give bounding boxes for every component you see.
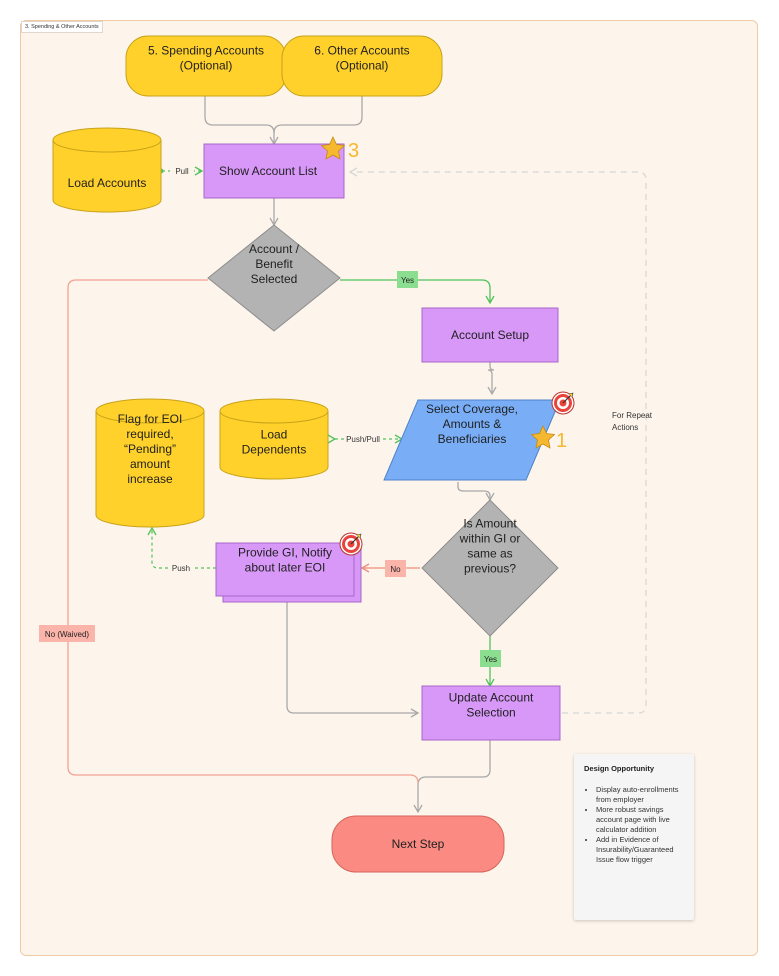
no-tag: No [385,560,406,577]
is-amount-within-gi-node [421,499,559,637]
other-accounts-node [281,35,443,97]
update-account-selection-node [421,685,561,741]
design-opportunity-list: Display auto-enrollments from employer M… [584,785,684,865]
list-item: Display auto-enrollments from employer [596,785,684,805]
provide-gi-node [215,542,362,603]
target-icon [339,532,363,556]
svg-text:Yes: Yes [484,655,497,664]
show-account-list-label: Show Account List [219,164,318,178]
account-benefit-selected-node [207,224,341,332]
load-accounts-label: Load Accounts [68,176,147,190]
flag-eoi-node [95,398,205,528]
next-step-node [331,815,505,873]
svg-text:Pull: Pull [175,167,189,176]
account-setup-label: Account Setup [451,328,529,342]
push-pull-label: Push/Pull [345,432,381,446]
design-opportunity-title: Design Opportunity [584,764,654,773]
list-item: More robust savings account page with li… [596,805,684,835]
push-label: Push [168,561,194,575]
no-waived-tag: No (Waived) [39,625,95,642]
account-setup-node [421,307,559,363]
svg-text:Push: Push [172,564,190,573]
select-coverage-node [383,399,561,481]
list-item: Add in Evidence of Insurability/Guarante… [596,835,684,865]
star-1-number: 1 [556,430,567,452]
svg-text:No: No [390,565,401,574]
star-icon [320,136,346,160]
svg-text:No (Waived): No (Waived) [45,630,89,639]
load-accounts-node [52,127,162,213]
select-coverage-label: Select Coverage,Amounts &Beneficiaries [426,402,518,446]
star-icon [530,425,556,449]
design-opportunity-note: Design Opportunity Display auto-enrollme… [574,754,694,920]
yes-tag-1: Yes [397,271,418,288]
frame-label: 3. Spending & Other Accounts [21,21,103,33]
star-3-number: 3 [348,140,359,162]
target-icon [551,391,575,415]
svg-text:Yes: Yes [401,276,414,285]
next-step-label: Next Step [392,837,445,851]
load-dependents-node [219,398,329,480]
other-accounts-label: 6. Other Accounts(Optional) [314,44,409,73]
show-account-list-node [203,143,345,199]
pull-label: Pull [170,164,194,178]
yes-tag-2: Yes [480,650,501,667]
svg-text:Push/Pull: Push/Pull [346,435,380,444]
spending-accounts-label: 5. Spending Accounts(Optional) [148,44,264,73]
